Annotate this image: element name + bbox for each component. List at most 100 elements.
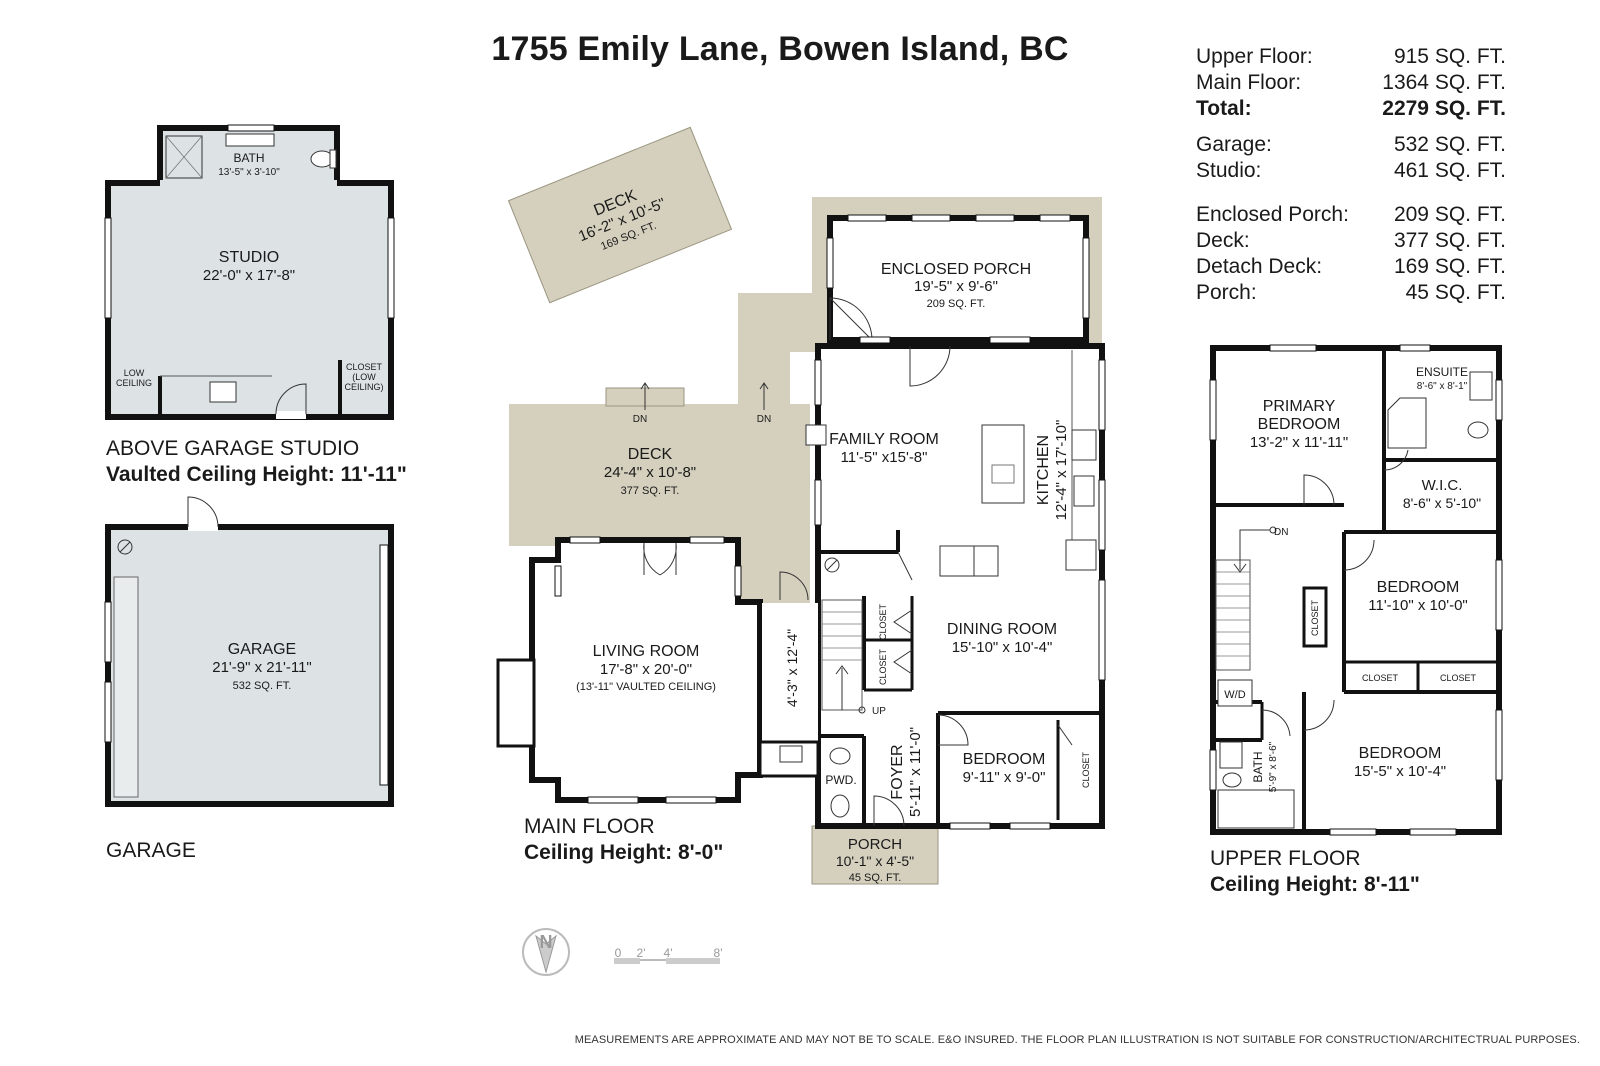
disclaimer: MEASUREMENTS ARE APPROXIMATE AND MAY NOT…	[574, 1034, 1580, 1046]
upper-floor-windows	[1209, 344, 1503, 836]
area-row-detach-deck: Detach Deck: 169 SQ. FT.	[1196, 254, 1506, 280]
pwd-name: PWD.	[825, 773, 856, 787]
kitchenette-sink-icon	[209, 381, 237, 403]
water-heater-icon	[824, 557, 840, 573]
porch-dims: 10'-1" x 4'-5"	[836, 853, 914, 869]
kitchen-dims: 12'-4" x 17'-10"	[1053, 420, 1070, 521]
area-label: Deck:	[1196, 229, 1250, 252]
scale-label-0: 0	[615, 946, 622, 960]
deck-door	[779, 571, 809, 601]
upper-bath-sink-icon	[1219, 741, 1243, 769]
studio-closet-label-1: CLOSET	[346, 362, 383, 372]
pwd-sink-icon	[829, 747, 851, 765]
area-value: 2279 SQ. FT.	[1382, 97, 1506, 120]
bedroom-2-dims: 11'-10" x 10'-0"	[1368, 597, 1468, 614]
area-value: 377 SQ. FT.	[1393, 229, 1506, 252]
area-row-main: Main Floor: 1364 SQ. FT.	[1196, 70, 1506, 96]
dining-table-icon	[939, 545, 975, 577]
upper-floor-name: UPPER FLOOR	[1210, 847, 1361, 870]
upper-bath-dims: 5'-9" x 8'-6"	[1268, 741, 1279, 792]
main-floor-label: MAIN FLOOR Ceiling Height: 8'-0"	[524, 814, 723, 866]
vanity-icon	[225, 133, 275, 147]
deck-area: 377 SQ. FT.	[621, 485, 680, 497]
deck-surface	[509, 404, 810, 603]
living-room-dims: 17'-8" x 20'-0"	[600, 661, 692, 678]
garage-area-label: 532 SQ. FT.	[233, 680, 292, 692]
area-row-upper: Upper Floor: 915 SQ. FT.	[1196, 44, 1506, 70]
foyer-name: FOYER	[889, 744, 906, 799]
wd-name: W/D	[1224, 689, 1245, 701]
garage-entry-door	[187, 496, 219, 528]
upper-stairs	[1215, 526, 1277, 671]
area-value: 461 SQ. FT.	[1393, 159, 1506, 182]
deck-stairs-markers	[640, 382, 769, 410]
area-value: 1364 SQ. FT.	[1382, 71, 1506, 94]
compass-letter: N	[540, 932, 553, 952]
area-label: Garage:	[1196, 133, 1272, 156]
window	[387, 217, 395, 319]
area-value: 915 SQ. FT.	[1393, 45, 1506, 68]
garage-area	[105, 524, 394, 807]
dining-room-dims: 15'-10" x 10'-4"	[952, 639, 1053, 656]
enclosed-porch-dims: 19'-5" x 9'-6"	[914, 278, 998, 295]
area-value: 45 SQ. FT.	[1405, 281, 1506, 304]
upper-bath-name: BATH	[1251, 751, 1265, 782]
bedroom-2-name: BEDROOM	[1377, 579, 1460, 596]
studio-name: STUDIO	[219, 249, 279, 266]
main-stairs	[821, 599, 866, 714]
family-room-dims: 11'-5" x15'-8"	[841, 449, 928, 466]
ensuite-name: ENSUITE	[1416, 365, 1468, 379]
area-label: Porch:	[1196, 281, 1257, 304]
scale-label-2: 2'	[637, 946, 646, 960]
closet-label: CLOSET	[1310, 599, 1320, 636]
ensuite-toilet-icon	[1467, 421, 1489, 439]
area-value: 169 SQ. FT.	[1393, 255, 1506, 278]
bedroom-3-name: BEDROOM	[1359, 745, 1442, 762]
bay-window	[496, 658, 536, 748]
area-row-studio: Studio: 461 SQ. FT.	[1196, 158, 1506, 184]
area-row-enclosed-porch: Enclosed Porch: 209 SQ. FT.	[1196, 202, 1506, 228]
primary-bedroom-name-2: BEDROOM	[1258, 416, 1341, 433]
garage-floor-label: GARAGE	[106, 838, 196, 864]
area-value: 209 SQ. FT.	[1393, 203, 1506, 226]
main-stairs-up: UP	[872, 706, 886, 717]
water-heater-icon	[117, 539, 133, 555]
deck-name: DECK	[628, 446, 673, 463]
washer-dryer-icon	[1217, 679, 1253, 707]
low-ceiling-label-2: CEILING	[116, 378, 152, 388]
wic-name: W.I.C.	[1422, 477, 1463, 494]
studio-plan: BATH 13'-5" x 3'-10" STUDIO 22'-0" x 17'…	[104, 124, 395, 420]
porch-area: 45 SQ. FT.	[849, 872, 902, 884]
main-floor-name: MAIN FLOOR	[524, 815, 655, 838]
studio-closet-label-2: (LOW	[352, 372, 376, 382]
upper-floor-plan: PRIMARY BEDROOM 13'-2" x 11'-11" ENSUITE…	[1209, 344, 1503, 836]
family-room-name: FAMILY ROOM	[829, 431, 939, 448]
main-floor-plan: DN DN ENCLOSED PORCH 19'-5" x 9'-6" 209 …	[496, 197, 1106, 885]
low-ceiling-label-1: LOW	[124, 368, 145, 378]
compass: N	[522, 928, 570, 976]
studio-bath-name: BATH	[233, 151, 264, 165]
shower-icon	[165, 135, 203, 179]
deck-stairs-dn-right: DN	[757, 414, 771, 425]
detached-deck: DECK 16'-2" x 10'-5" 169 SQ. FT.	[507, 126, 733, 304]
area-label: Detach Deck:	[1196, 255, 1323, 278]
area-row-garage: Garage: 532 SQ. FT.	[1196, 132, 1506, 158]
main-ceiling-height: Ceiling Height: 8'-0"	[524, 841, 724, 864]
porch-door	[829, 297, 873, 341]
scale-bar: 0 2' 4' 8'	[614, 946, 722, 964]
living-room-note: (13'-11" VAULTED CEILING)	[576, 681, 716, 693]
upper-ceiling-height: Ceiling Height: 8'-11"	[1210, 873, 1420, 896]
kitchen-island	[981, 424, 1025, 504]
garage-dims: 21'-9" x 21'-11"	[212, 659, 312, 676]
studio-floor-label: ABOVE GARAGE STUDIO Vaulted Ceiling Heig…	[106, 436, 407, 488]
area-table-outbuildings: Garage: 532 SQ. FT. Studio: 461 SQ. FT.	[1196, 132, 1506, 184]
wic-dims: 8'-6" x 5'-10"	[1403, 495, 1481, 511]
closet-label: CLOSET	[1440, 673, 1477, 683]
dining-room-name: DINING ROOM	[947, 621, 1057, 638]
stove-icon	[1071, 429, 1097, 461]
window	[104, 601, 112, 663]
window	[104, 681, 112, 743]
closet-label: CLOSET	[878, 603, 888, 640]
studio-bath-dims: 13'-5" x 3'-10"	[218, 167, 280, 178]
